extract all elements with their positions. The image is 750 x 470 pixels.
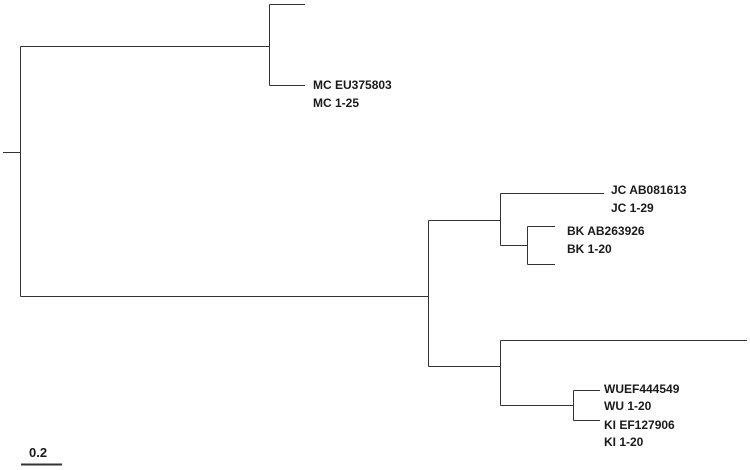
leaf-label-jc-ab081613: JC AB081613 (611, 183, 687, 197)
leaf-label-wuef444549: WUEF444549 (604, 382, 680, 396)
leaf-label-jc-1-29: JC 1-29 (611, 201, 654, 215)
leaf-label-bk-ab263926: BK AB263926 (567, 224, 645, 238)
leaf-label-ki-1-20: KI 1-20 (604, 435, 644, 449)
leaf-label-wu-1-20: WU 1-20 (604, 399, 652, 413)
leaf-label-ki-ef127906: KI EF127906 (604, 418, 675, 432)
leaf-label-mc-1-25: MC 1-25 (313, 96, 360, 110)
scale-bar-label: 0.2 (29, 445, 48, 460)
leaf-label-mc-eu375803: MC EU375803 (313, 78, 392, 92)
leaf-label-bk-1-20: BK 1-20 (567, 242, 612, 256)
